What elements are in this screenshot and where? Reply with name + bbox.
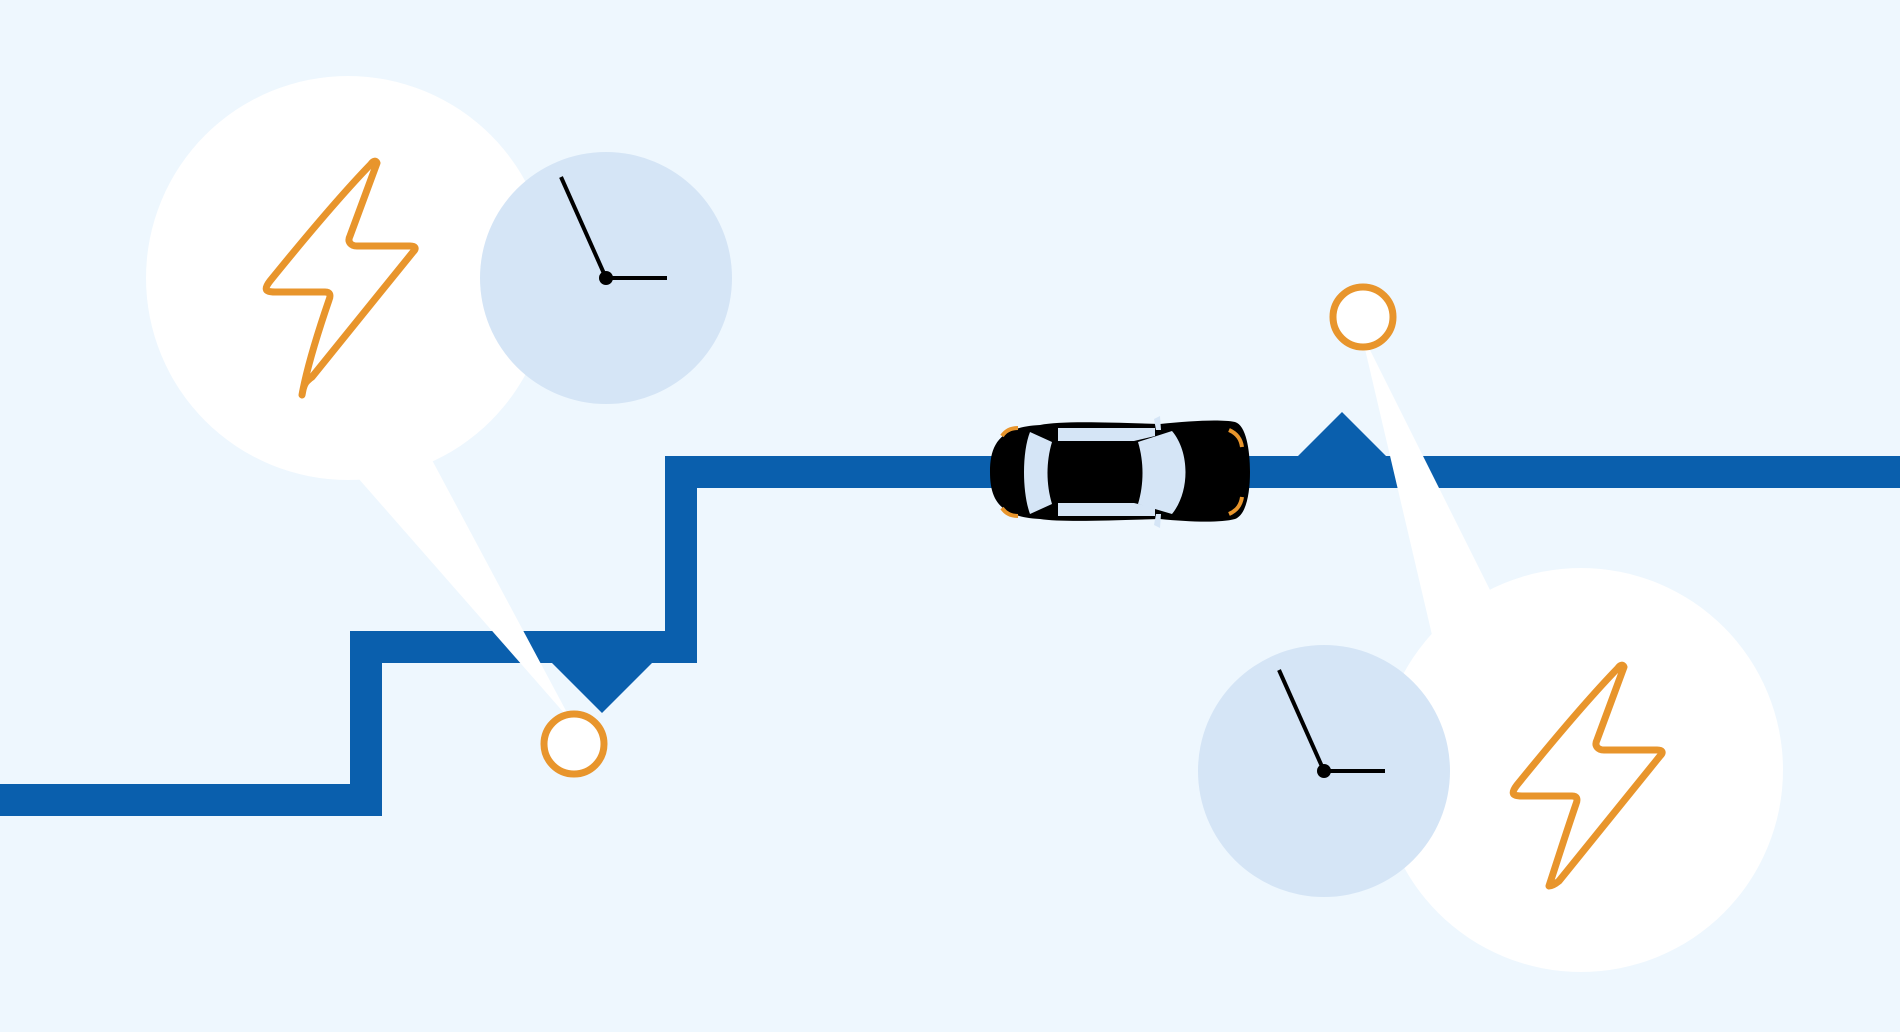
location-pin-icon (1329, 283, 1397, 351)
lightning-bolt-icon (262, 157, 419, 399)
route-marker-lower (551, 662, 653, 713)
charging-stop-2 (1198, 283, 1783, 972)
location-pin-icon (540, 710, 608, 778)
lightning-bolt-icon (1509, 661, 1666, 890)
callout-bubble (1379, 568, 1783, 972)
callout-bubble (146, 76, 550, 480)
callout-pointer (358, 460, 572, 722)
clock-icon (480, 152, 732, 404)
route-marker-upper (1297, 412, 1387, 457)
charging-stop-1 (146, 76, 732, 778)
clock-icon (1198, 645, 1450, 897)
callout-pointer (1361, 332, 1500, 652)
car-top-view-icon (990, 416, 1250, 528)
